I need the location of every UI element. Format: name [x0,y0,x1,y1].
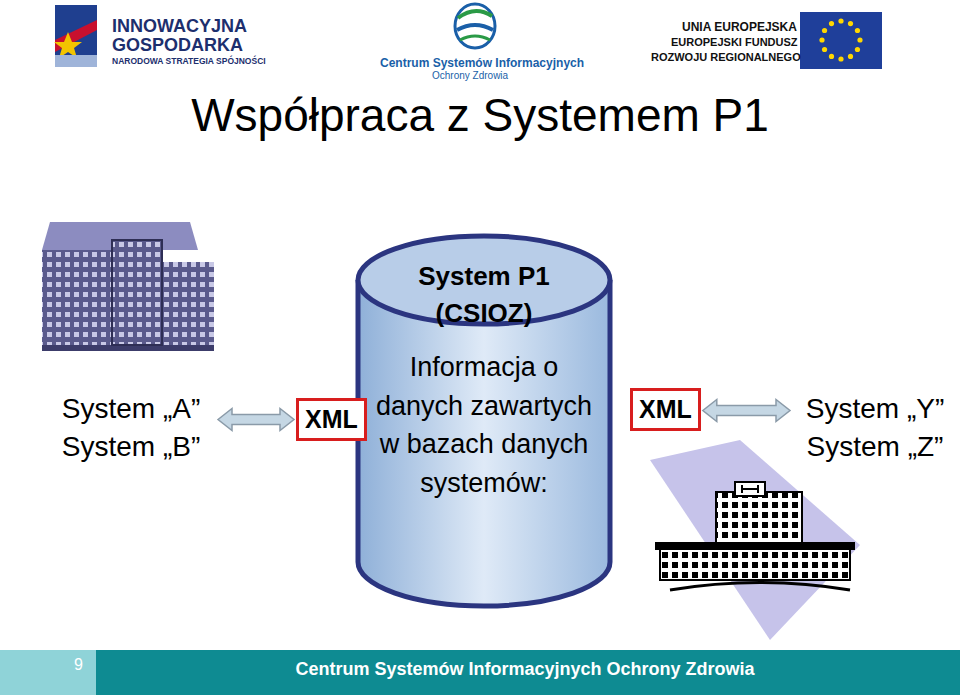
page-number-panel [0,650,96,695]
xml-box: XML [630,388,701,431]
eu-flag [800,12,882,69]
system-group: System „A”System „B” [46,390,216,466]
header-label: Ochrony Zdrowia [432,70,508,81]
system-name: System „Y” [792,390,958,428]
double-arrow [218,409,294,431]
header-label: Centrum Systemów Informacyjnych [380,56,584,70]
xml-box: XML [296,398,367,441]
xml-label: XML [639,395,692,424]
header-label: UNIA EUROPEJSKA [682,20,797,34]
csioz-logo [455,4,495,48]
double-arrow [703,400,790,422]
innowacyjna-logo [54,5,97,67]
slide-title: Współpraca z Systemem P1 [0,88,960,142]
database-heading: System P1 (CSIOZ) [374,258,594,332]
database-description: Informacja o danych zawartych w bazach d… [374,348,594,502]
header-label: ROZWOJU REGIONALNEGO [651,51,801,63]
header-label: GOSPODARKA [112,35,243,56]
header-label: EUROPEJSKI FUNDUSZ [671,36,798,48]
system-name: System „B” [46,428,216,466]
system-name: System „Z” [792,428,958,466]
header-label: 9 [74,656,83,674]
header-label: NARODOWA STRATEGIA SPÓJNOŚCI [112,56,266,66]
header-label: INNOWACYJNA [112,16,247,37]
hospital-building [650,440,860,640]
database-cylinder: System P1 (CSIOZ) Informacja o danych zaw… [354,232,614,610]
office-building [42,222,214,351]
system-group: System „Y”System „Z” [792,390,958,466]
system-name: System „A” [46,390,216,428]
header-label: Centrum Systemów Informacyjnych Ochrony … [0,659,960,680]
xml-label: XML [305,405,358,434]
